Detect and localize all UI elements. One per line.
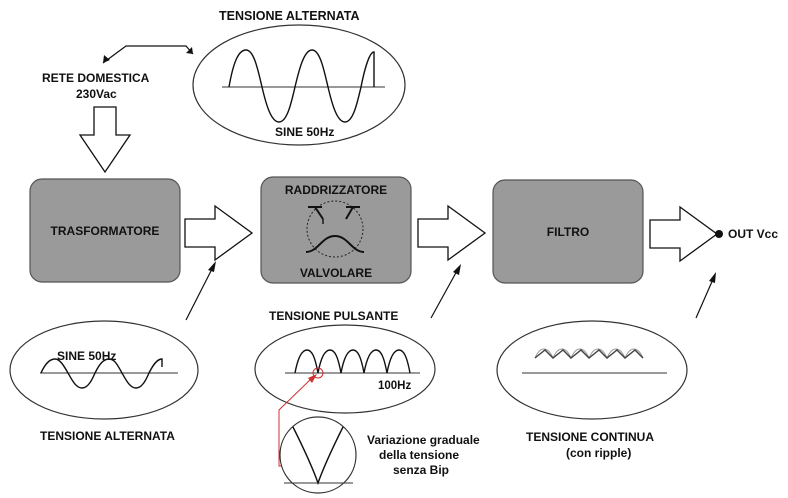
top-wave-freq: SINE 50Hz: [275, 125, 334, 139]
zoom-note-line3: senza Bip: [393, 463, 449, 477]
mains-link-arrowhead-left: [103, 55, 110, 63]
transformer-label: TRASFORMATORE: [51, 224, 160, 238]
zoom-link-arrowhead: [308, 374, 317, 383]
right-wave-title: TENSIONE CONTINUA: [526, 430, 654, 444]
filter-block: FILTRO: [492, 179, 644, 284]
zoom-ellipse: Variazione graduale della tensione senza…: [279, 416, 480, 494]
mid-wave-title: TENSIONE PULSANTE: [269, 309, 398, 323]
mid-wave-ellipse: [254, 324, 436, 414]
arrow-rectifier-to-filter: [417, 204, 487, 262]
arrow-filter-to-output: [649, 205, 719, 263]
mains-link-line: [102, 45, 194, 64]
vacuum-diode-symbol: [305, 200, 365, 258]
filter-box: [492, 179, 644, 284]
pointer-arrows: [185, 261, 716, 321]
top-sine-ellipse: TENSIONE ALTERNATA SINE 50Hz: [192, 9, 406, 146]
output-label: OUT Vcc: [728, 227, 778, 241]
left-wave-title: TENSIONE ALTERNATA: [40, 429, 175, 443]
transformer-block: TRASFORMATORE: [29, 178, 181, 283]
output-terminal: OUT Vcc: [715, 227, 778, 241]
zoom-note-line2: della tensione: [379, 448, 459, 462]
filter-label: FILTRO: [547, 225, 589, 239]
mains-link-arrowhead-right: [186, 47, 193, 54]
mid-pulsating-wave: [294, 349, 411, 374]
rectifier-box: [260, 176, 412, 284]
right-ripple-wave: [534, 349, 644, 359]
right-wave-sub: (con ripple): [566, 446, 631, 460]
mains-source: RETE DOMESTICA 230Vac: [42, 45, 194, 174]
left-sine-wave: [40, 358, 163, 389]
rectifier-block: RADDRIZZATORE VALVOLARE: [260, 176, 412, 284]
mains-down-arrow: [78, 106, 132, 174]
left-wave-ellipse: [9, 320, 199, 420]
arrow-transformer-to-rectifier: [184, 204, 254, 262]
mid-zoom-marker: [312, 367, 324, 379]
right-wave-ellipse: [496, 320, 688, 420]
mains-label-line1: RETE DOMESTICA: [42, 71, 150, 85]
mid-wave-freq: 100Hz: [378, 380, 411, 392]
mains-label-line2: 230Vac: [76, 87, 117, 101]
transformer-box: [29, 178, 181, 283]
right-dc-ellipse: TENSIONE CONTINUA (con ripple): [496, 320, 688, 460]
rectifier-label-top: RADDRIZZATORE: [285, 183, 387, 197]
zoom-wave: [292, 426, 344, 486]
mid-pulsating-ellipse: TENSIONE PULSANTE 100Hz: [254, 309, 436, 414]
output-dot: [715, 230, 723, 238]
zoom-ellipse-shape: [279, 416, 357, 494]
rectifier-label-bottom: VALVOLARE: [300, 266, 372, 280]
top-wave-title: TENSIONE ALTERNATA: [219, 9, 360, 23]
left-sine-ellipse: SINE 50Hz TENSIONE ALTERNATA: [9, 320, 199, 443]
top-sine-wave: [228, 49, 375, 123]
zoom-note-line1: Variazione graduale: [367, 433, 480, 447]
left-wave-freq: SINE 50Hz: [57, 349, 116, 363]
